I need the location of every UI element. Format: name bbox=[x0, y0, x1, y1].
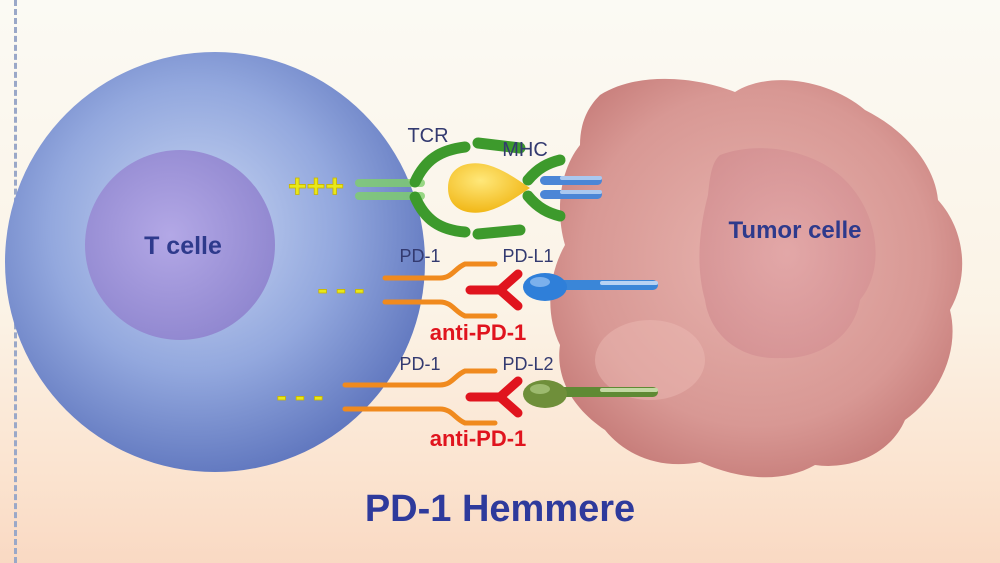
pd1-label-bottom: PD-1 bbox=[399, 354, 440, 374]
tcr-arm-upper bbox=[409, 141, 471, 188]
negative-signal-bottom: - - - bbox=[277, 380, 324, 413]
mhc-complex bbox=[522, 154, 602, 222]
tcr-stem-left bbox=[355, 179, 425, 187]
tcr-complex bbox=[355, 137, 526, 240]
antigen bbox=[448, 163, 530, 213]
pdl2-ligand bbox=[523, 380, 658, 408]
anti-pd1-label-bottom: anti-PD-1 bbox=[430, 426, 527, 451]
tcr-stem-left-lower bbox=[355, 192, 425, 200]
tcr-arm-lower bbox=[409, 191, 471, 238]
anti-pd1-label-top: anti-PD-1 bbox=[430, 320, 527, 345]
tumor-cell-label: Tumor celle bbox=[729, 217, 862, 244]
t-cell-nucleus bbox=[85, 150, 275, 340]
tcr-head-lower bbox=[472, 224, 526, 240]
t-cell-label: T celle bbox=[144, 232, 222, 260]
mhc-label: MHC bbox=[502, 139, 548, 161]
negative-signal-top: - - - bbox=[318, 273, 365, 306]
tumor-highlight bbox=[595, 320, 705, 400]
pdl1-label: PD-L1 bbox=[502, 246, 553, 266]
tumor-nucleus bbox=[699, 148, 876, 359]
pdl1-ligand bbox=[523, 273, 658, 301]
pd1-receptor-top bbox=[382, 261, 498, 319]
page-title: PD-1 Hemmere bbox=[364, 488, 636, 530]
pd1-receptor-bottom bbox=[342, 368, 498, 426]
tcr-label: TCR bbox=[407, 125, 448, 147]
anti-pd1-antibody-bottom bbox=[465, 376, 523, 418]
positive-signal: +++ bbox=[288, 168, 344, 204]
pdl2-label: PD-L2 bbox=[502, 354, 553, 374]
anti-pd1-antibody-top bbox=[465, 269, 523, 311]
pd1-label-top: PD-1 bbox=[399, 246, 440, 266]
tcr-head-upper bbox=[472, 137, 526, 154]
